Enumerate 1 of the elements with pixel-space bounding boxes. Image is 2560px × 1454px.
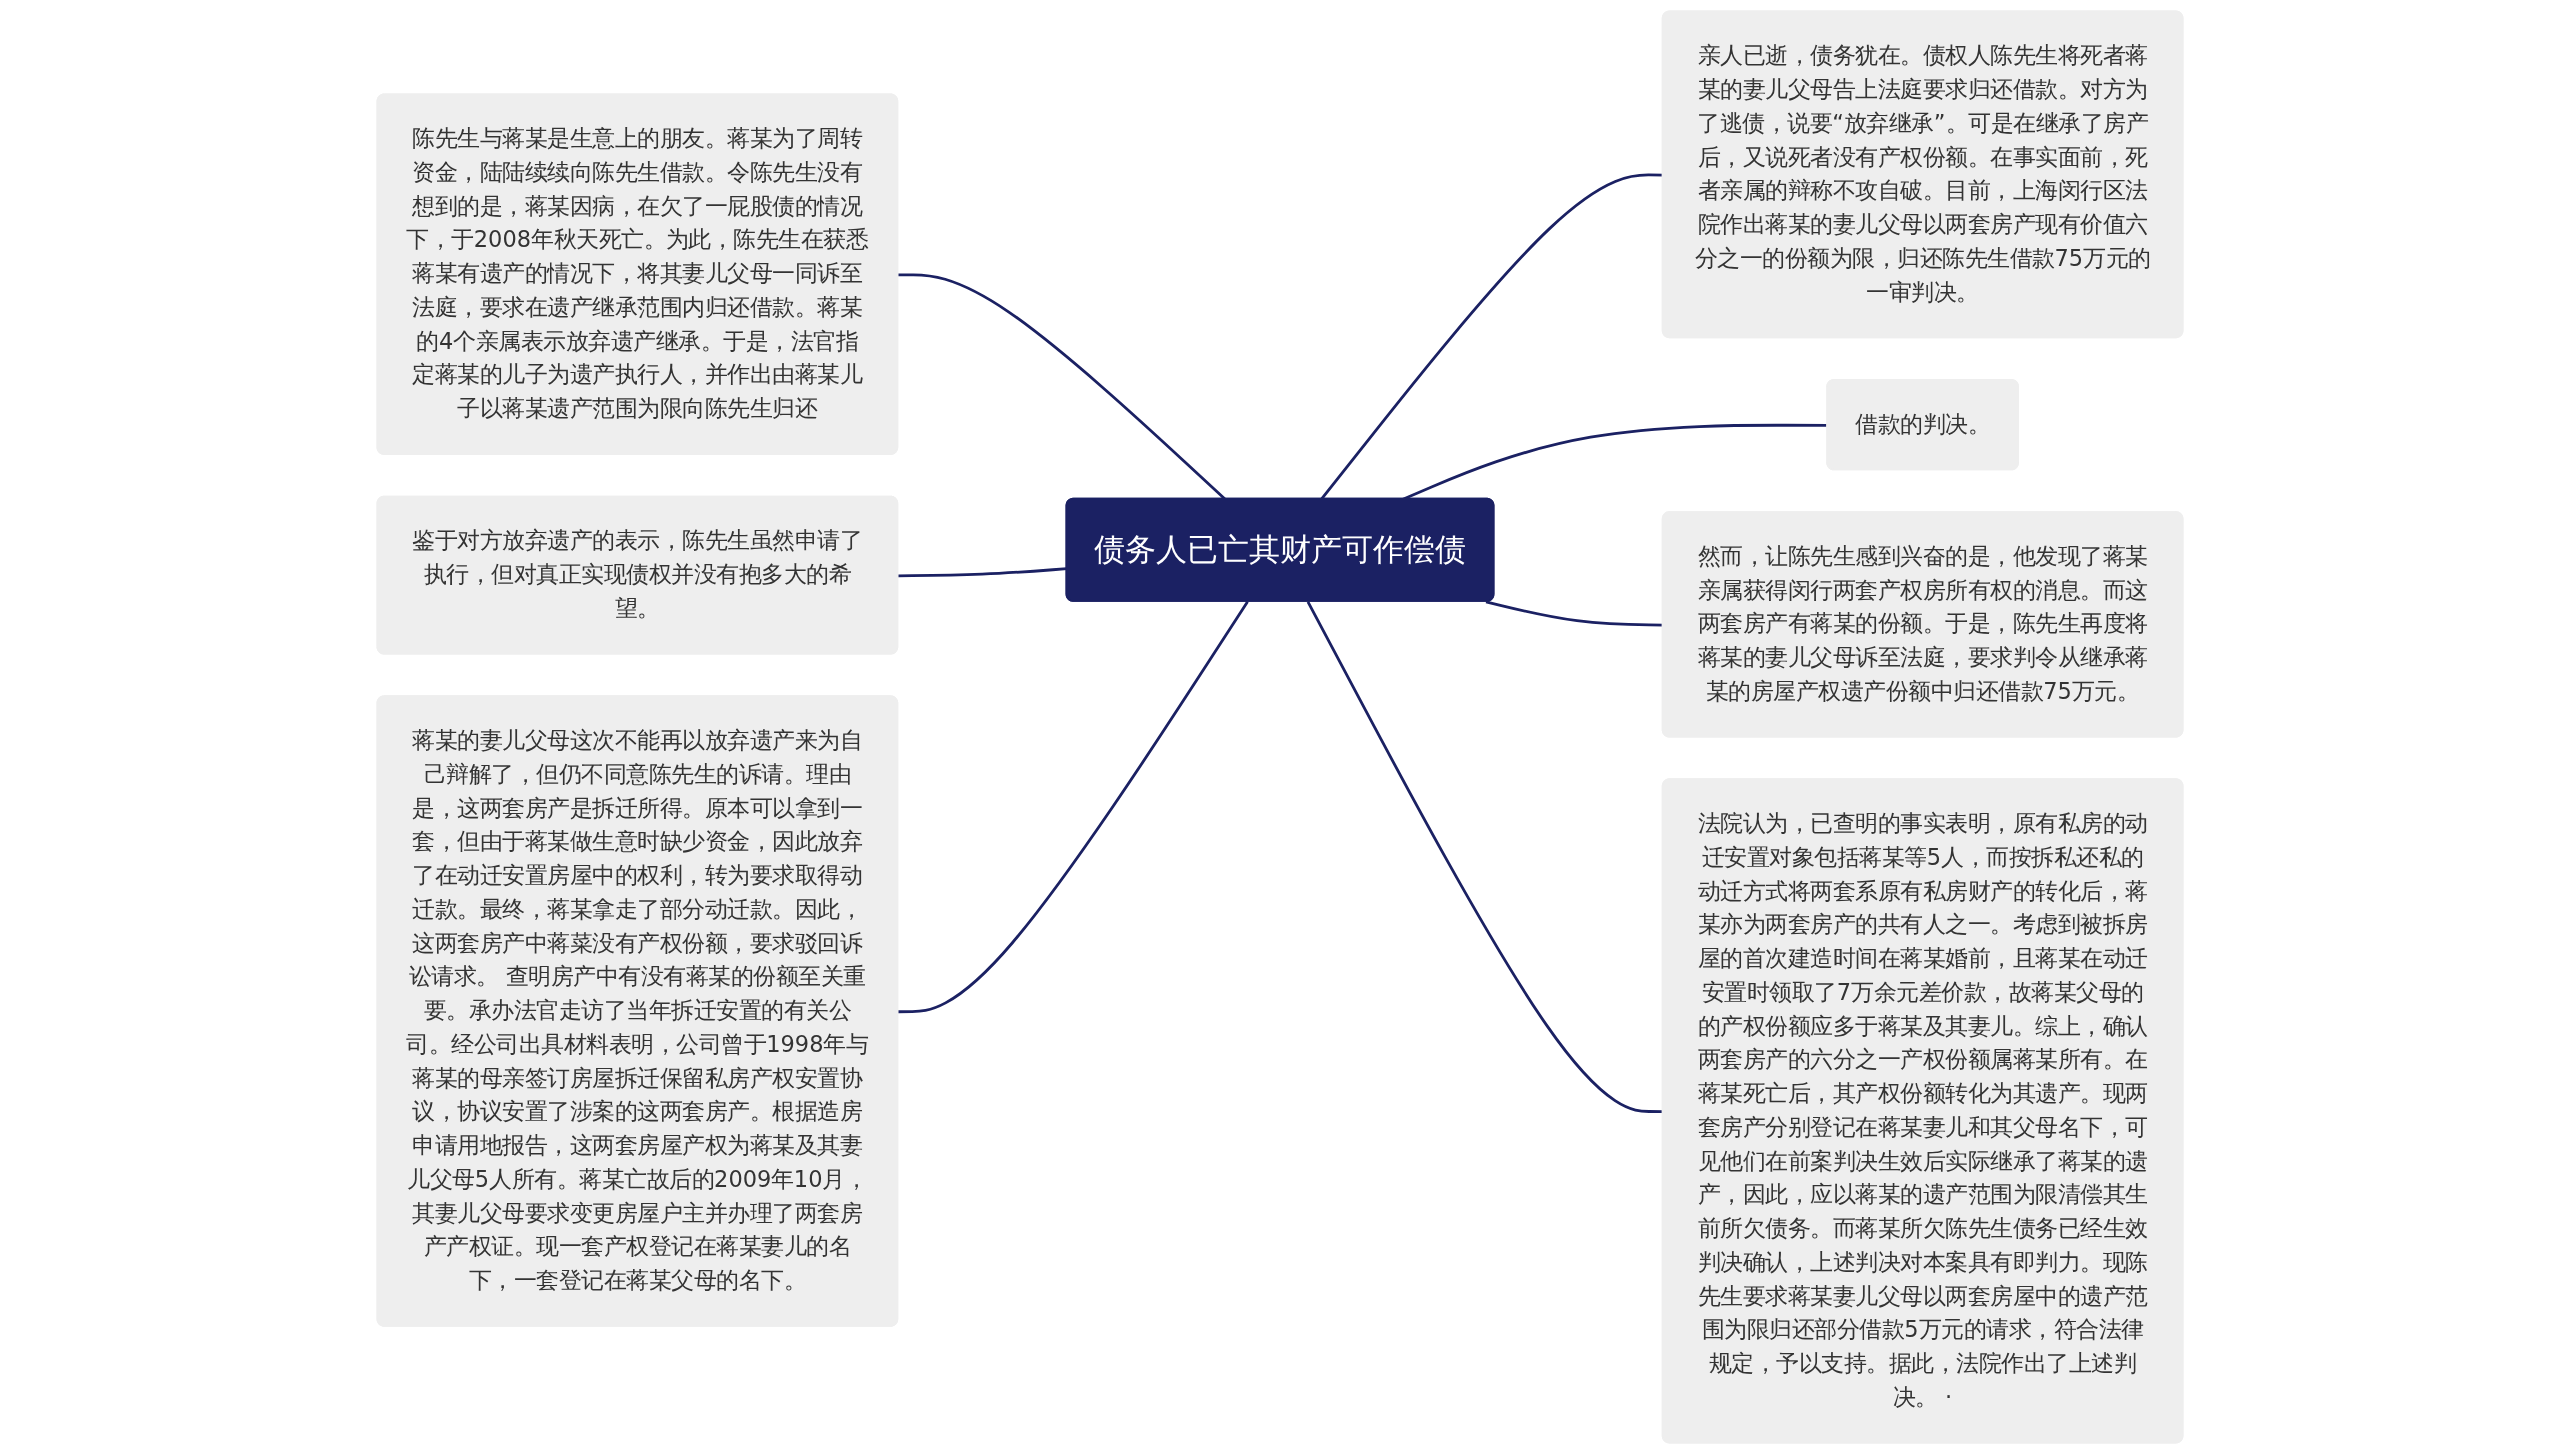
connector [898, 601, 1249, 1014]
